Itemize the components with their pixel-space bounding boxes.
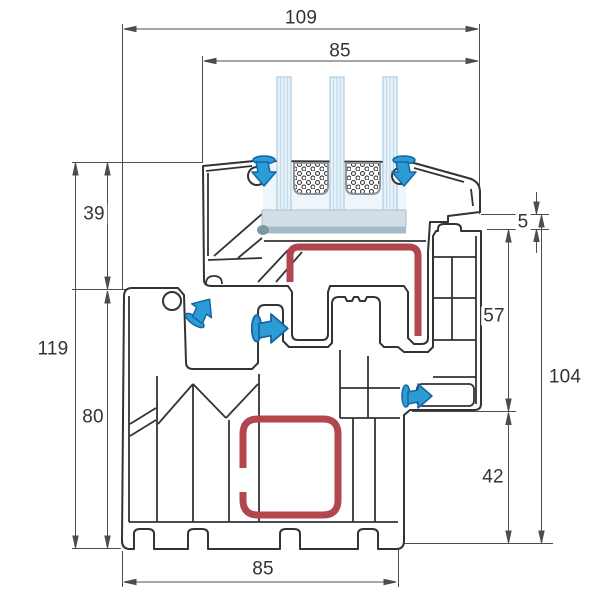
steel-reinforcements: [239, 243, 422, 519]
dimension-lines: [72, 25, 545, 586]
frame-profile: [121, 223, 482, 550]
extension-lines: [72, 24, 553, 587]
dimension-label-right-total: 104: [546, 366, 584, 388]
dimension-label-left-total: 119: [35, 338, 71, 360]
dimension-label-right-gap: 5: [515, 211, 531, 233]
frame-steel-reinforcement: [239, 415, 342, 519]
glazing-support-strip: [258, 227, 406, 234]
dimension-label-left-lower: 80: [80, 406, 106, 428]
dimension-label-right-lower: 42: [480, 466, 506, 488]
dimension-label-left-upper: 39: [81, 203, 107, 225]
dimension-label-top-sash: 85: [327, 40, 353, 62]
sash-internal-webs: [205, 165, 474, 285]
gaskets: [162, 155, 433, 409]
glazing-unit: [257, 76, 407, 235]
frame-outer-gasket: [181, 291, 221, 332]
dimension-label-bottom-frame: 85: [250, 558, 276, 580]
spacer-bars: [293, 162, 381, 195]
frame-internal-webs: [128, 236, 477, 523]
dimension-label-top-overall: 109: [282, 7, 320, 29]
glazing-support-block: [261, 209, 407, 228]
glass-panes: [276, 76, 398, 211]
dimension-label-right-upper: 57: [481, 305, 507, 327]
gasket-seat: [162, 291, 182, 311]
sash-steel-reinforcement: [286, 243, 422, 336]
setting-block: [257, 225, 269, 235]
